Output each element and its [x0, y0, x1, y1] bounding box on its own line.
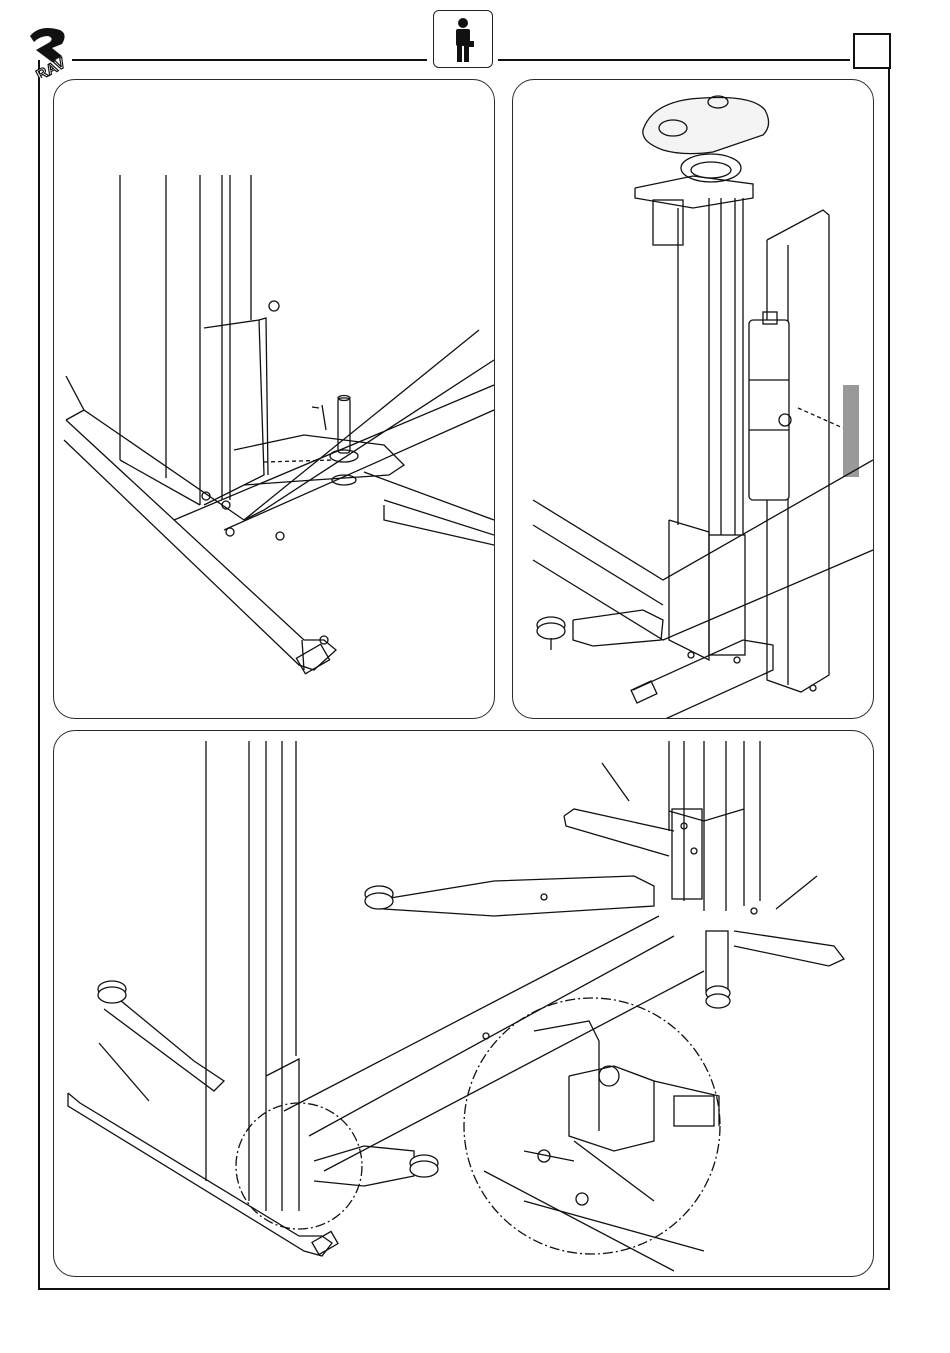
operator-pictogram: [433, 10, 493, 68]
rav-logo-icon: RAV: [22, 22, 78, 78]
panel-top-left: [53, 79, 495, 719]
header-rule-left: [72, 59, 427, 61]
page-number-box: [853, 33, 891, 69]
panel-bottom: [53, 730, 874, 1277]
panel-top-right: [512, 79, 874, 719]
lift-arms-assembly-detail-illustration: [54, 731, 873, 1276]
header-rule-right: [498, 59, 850, 61]
lift-column-base-arm-pin-illustration: [54, 80, 494, 718]
single-operator-person-icon: [434, 11, 492, 67]
rav-logo: RAV: [22, 22, 78, 78]
lift-column-exploded-motor-cover-illustration: [513, 80, 873, 718]
